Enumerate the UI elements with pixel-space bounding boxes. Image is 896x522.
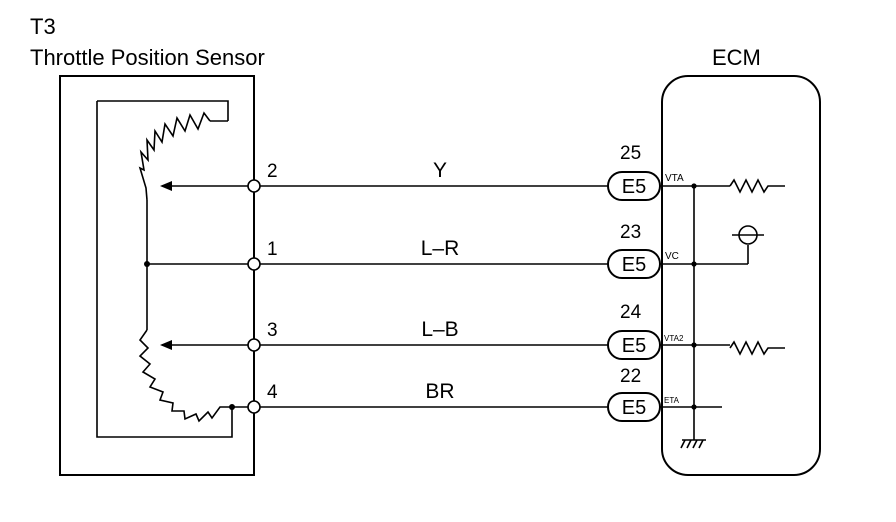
harness-wires [254, 185, 610, 408]
connector-e5: E5 [607, 330, 661, 360]
ecm-signal-label: VTA2 [664, 334, 684, 343]
vc-supply-symbol [732, 225, 764, 264]
svg-text:E5: E5 [622, 254, 646, 276]
vta-resistor-symbol [729, 178, 785, 194]
ecm-signal-label: VC [665, 251, 679, 262]
ecm-housing [661, 75, 821, 476]
svg-text:E5: E5 [622, 176, 646, 198]
connector-e5: E5 [607, 392, 661, 422]
wire-color-label: L–B [421, 318, 458, 341]
connector-e5: E5 [607, 171, 661, 201]
ecm-pin-label: 24 [620, 302, 642, 323]
vta2-resistor-symbol [729, 340, 785, 356]
wire-color-label: Y [433, 159, 447, 182]
junction-dot [144, 261, 150, 267]
sensor-internal-wiring [146, 181, 254, 408]
wire-color-label: BR [425, 380, 454, 403]
connector-e5: E5 [607, 249, 661, 279]
sensor-name: Throttle Position Sensor [30, 45, 265, 70]
junction-dot [691, 183, 697, 189]
ecm-pin-label: 22 [620, 366, 641, 387]
junction-dot [691, 342, 697, 348]
svg-text:E5: E5 [622, 335, 646, 357]
sensor-terminal [247, 338, 261, 352]
lower-resistor-arc [138, 329, 232, 423]
sensor-pin-label: 4 [267, 382, 278, 403]
sensor-terminal [247, 257, 261, 271]
svg-text:E5: E5 [622, 397, 646, 419]
sensor-housing [59, 75, 255, 476]
sensor-terminal [247, 179, 261, 193]
sensor-pin-label: 2 [267, 161, 278, 182]
sensor-pin-label: 1 [267, 239, 278, 260]
junction-dot [691, 261, 697, 267]
junction-dot [229, 404, 235, 410]
ecm-pin-label: 25 [620, 143, 641, 164]
ground-icon [680, 439, 706, 449]
junction-dot [691, 404, 697, 410]
sensor-terminal [247, 400, 261, 414]
wire-color-label: L–R [421, 237, 460, 260]
upper-resistor-arc [138, 111, 211, 201]
sensor-code: T3 [30, 14, 56, 39]
ecm-label: ECM [712, 45, 761, 70]
ecm-pin-label: 23 [620, 222, 641, 243]
ecm-signal-label: VTA [665, 173, 684, 184]
sensor-pin-label: 3 [267, 320, 278, 341]
ecm-signal-label: ETA [664, 396, 680, 405]
